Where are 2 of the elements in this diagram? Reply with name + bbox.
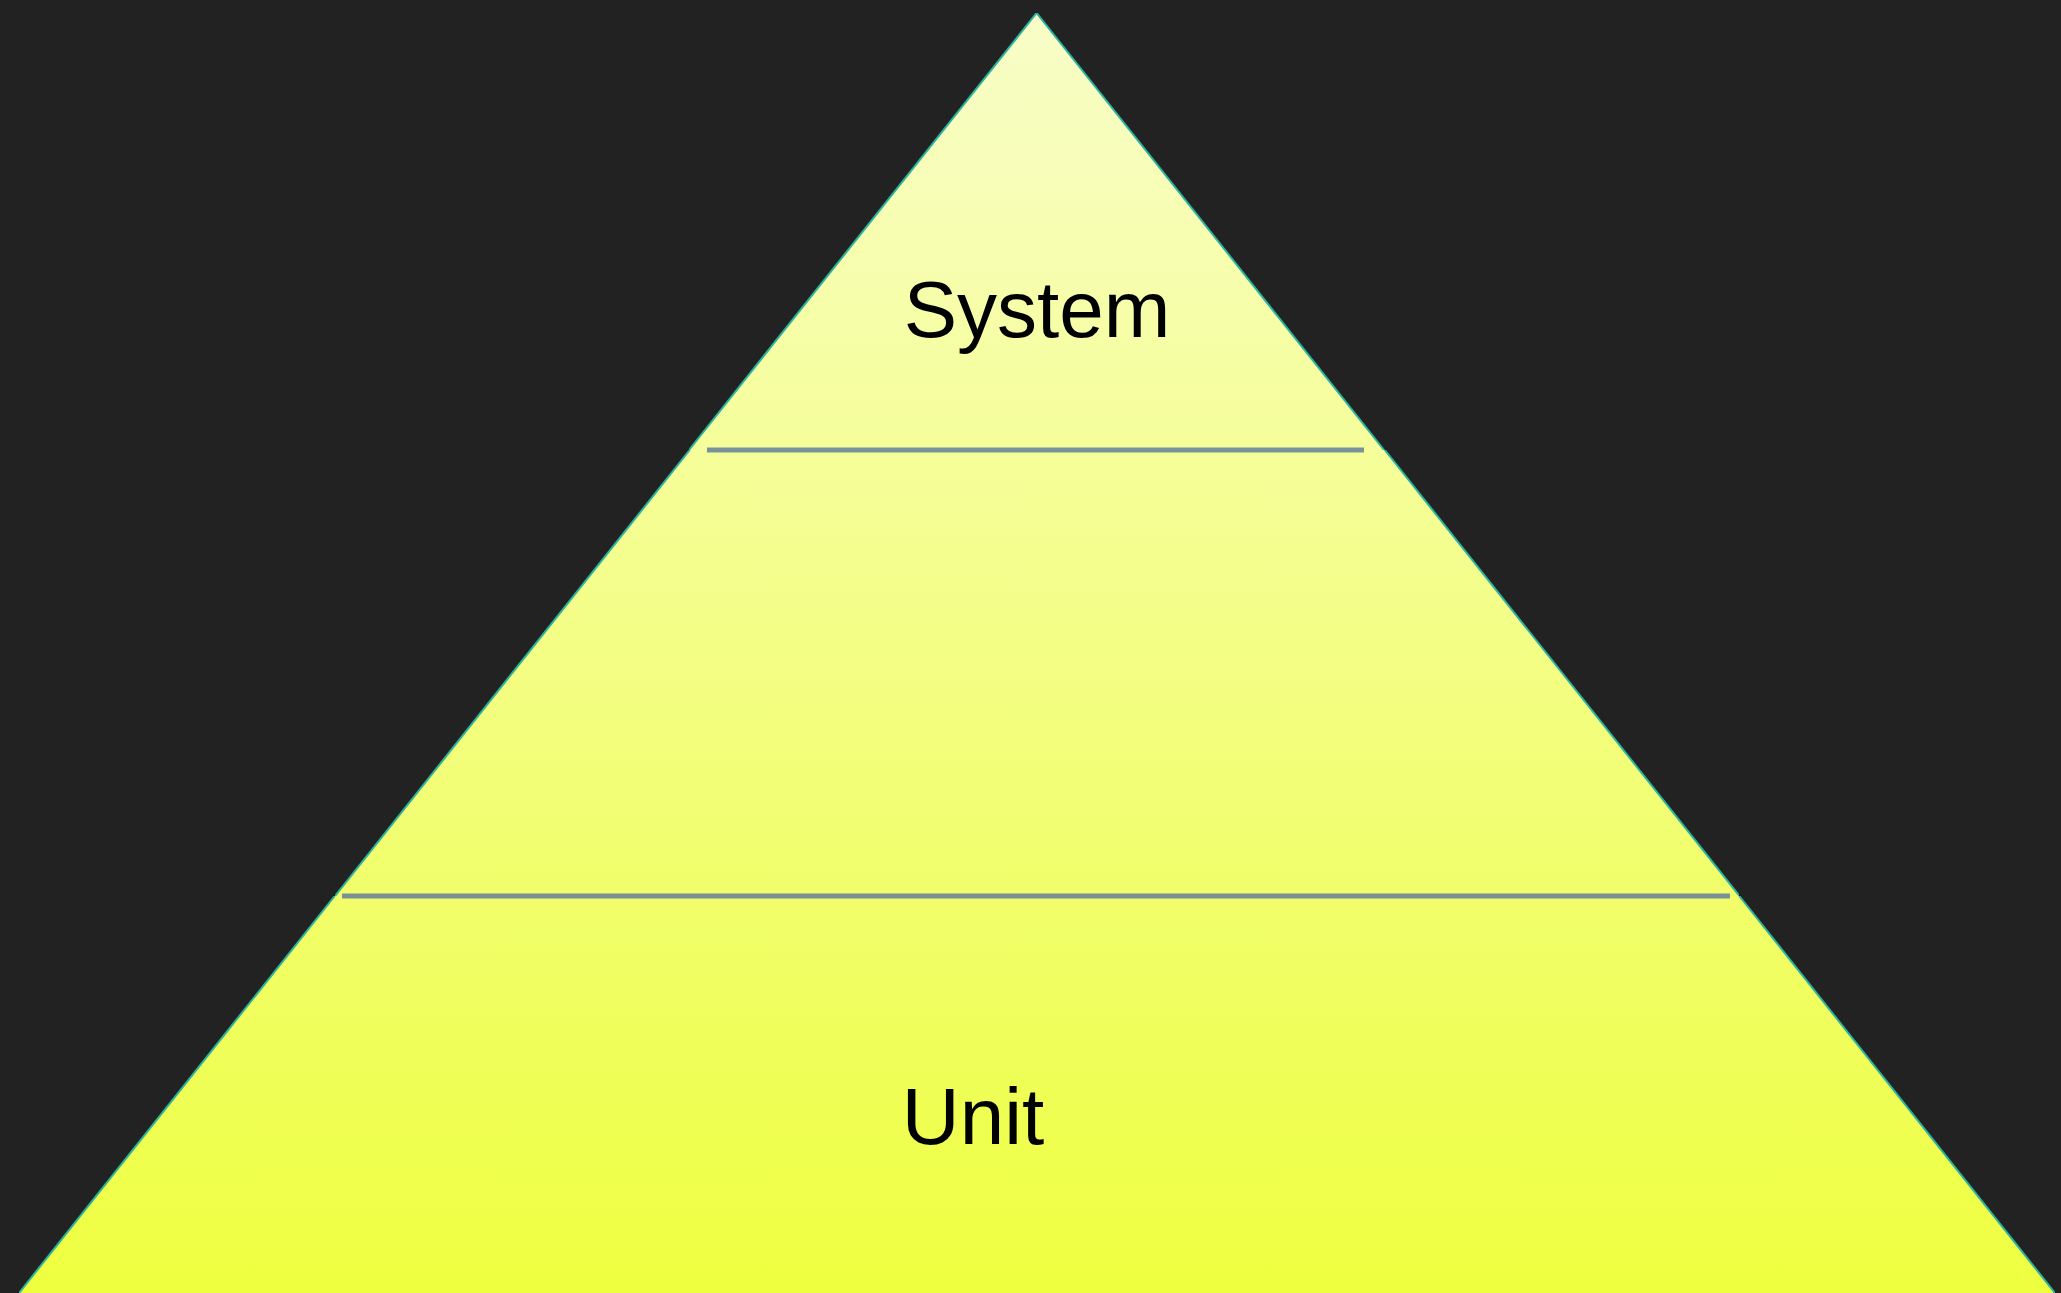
tier-label: System — [903, 264, 1171, 356]
tier-label: Unit — [901, 1071, 1045, 1163]
